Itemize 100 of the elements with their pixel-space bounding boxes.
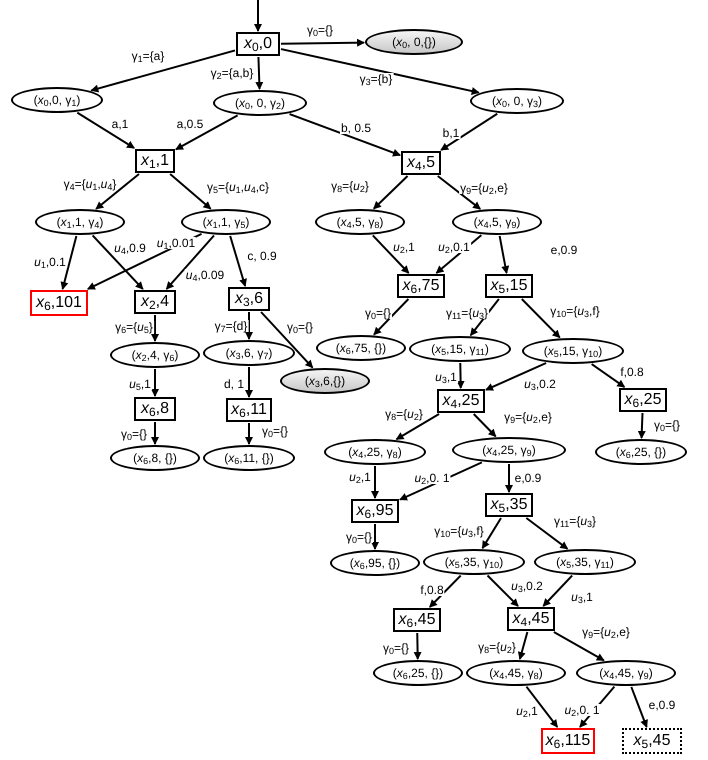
edge-label: γ$_{11}$={u$_{3}$}	[444, 307, 490, 319]
state-box	[485, 493, 533, 517]
edge-label: γ$_{8}$={u$_{2}$}	[330, 180, 370, 192]
state-label: x$_{6}$,11	[231, 402, 267, 418]
state-box	[236, 32, 280, 56]
arrow	[371, 524, 379, 550]
state-box	[507, 607, 555, 631]
arrow	[169, 173, 212, 210]
state-label: x$_{3}$,6	[234, 291, 264, 307]
arrow	[229, 236, 247, 287]
edge-label: γ$_{0}$={}	[382, 642, 410, 654]
state-box	[622, 728, 682, 754]
state-box	[228, 287, 270, 311]
state-label: (x$_{6}$,8, {})	[133, 452, 177, 464]
state-label: x$_{6}$,45	[398, 612, 436, 628]
state-label: (x$_{6}$,25, {})	[392, 667, 444, 679]
edge-label: γ$_{0}$={}	[652, 419, 682, 431]
state-label: (x$_{1}$,1, γ$_{4}$)	[56, 216, 104, 228]
edge-label: c, 0.9	[246, 250, 278, 262]
edge-label: u$_{5}$,1	[128, 378, 152, 390]
state-label: x$_{0}$,0	[244, 36, 272, 52]
arrow	[526, 686, 558, 728]
edge-label: γ$_{8}$={u$_{2}$}	[477, 641, 517, 653]
edge-label: e,0.9	[648, 699, 676, 711]
edge-label: u$_{2}$,0. 1	[563, 704, 601, 716]
edge-label: γ$_{10}$={u$_{3}$,f}	[433, 525, 485, 537]
arrow	[638, 412, 646, 439]
arrow	[630, 686, 648, 728]
edge-label: γ$_{0}$={}	[344, 531, 374, 543]
state-label: (x$_{6}$,11, {})	[224, 452, 274, 464]
state-label: x$_{6}$,101	[36, 295, 82, 311]
edge-label: γ$_{7}$={d}	[214, 320, 248, 332]
state-label: x$_{6}$,75	[402, 278, 440, 294]
arrow	[76, 112, 135, 149]
state-box	[134, 290, 176, 314]
edge-label: γ$_{8}$={u$_{2}$}	[384, 408, 424, 420]
edge-label: γ$_{2}$={a,b}	[210, 67, 254, 79]
arrow	[60, 236, 78, 290]
arrow	[373, 175, 408, 210]
state-label: x$_{5}$,15	[490, 278, 528, 294]
state-label: (x$_{5}$,15, γ$_{10}$)	[544, 345, 602, 357]
arrow	[437, 175, 481, 210]
arrow	[414, 632, 422, 660]
edge-label: f,0.8	[419, 584, 445, 596]
state-label: (x$_{1}$,1, γ$_{5}$)	[202, 216, 250, 228]
edge-label: e,0.9	[550, 244, 578, 256]
arrow	[280, 48, 480, 95]
edge-label: b, 0.5	[340, 122, 372, 134]
arrow	[151, 315, 159, 342]
state-label: x$_{4}$,45	[512, 611, 550, 627]
arrow	[245, 423, 253, 445]
state-label: (x$_{6}$,75, {})	[336, 342, 386, 354]
state-label: (x$_{4}$,25, γ$_{8}$)	[348, 446, 402, 458]
arrow	[245, 312, 253, 340]
arrow	[505, 464, 513, 493]
edge-label: u$_{2}$,0. 1	[413, 472, 451, 484]
edge-label: u$_{3}$,0.2	[523, 378, 557, 390]
arrow	[280, 38, 366, 47]
edge-label: γ$_{0}$={}	[260, 425, 290, 437]
arrow	[372, 234, 410, 274]
edge-label: a,1	[110, 118, 130, 130]
state-ellipse	[203, 340, 295, 366]
state-label: (x$_{4}$,25, γ$_{9}$)	[482, 444, 536, 456]
edge-label: u$_{3}$,1	[434, 371, 458, 383]
state-label: x$_{6}$,115	[546, 733, 590, 749]
state-box	[485, 274, 533, 298]
state-label: (x$_{3}$,6, γ$_{7}$)	[226, 347, 272, 359]
arrow	[166, 234, 215, 290]
state-ellipse	[470, 88, 564, 114]
edge-label: u$_{2}$,1	[515, 705, 539, 717]
edge-label: γ$_{4}$={u$_{1}$,u$_{4}$}	[62, 178, 118, 190]
arrow	[373, 298, 410, 336]
edge-label: γ$_{9}$={u$_{2}$,e}	[503, 411, 553, 423]
arrow	[289, 113, 401, 156]
state-label: (x$_{0}$, 0, γ$_{2}$)	[234, 97, 286, 109]
edge-label: e,0.9	[514, 472, 542, 484]
edge-label: γ$_{0}$={}	[286, 321, 314, 333]
arrow	[485, 362, 547, 391]
arrow	[456, 362, 465, 389]
arrow	[429, 574, 462, 608]
edge-label: γ$_{0}$={}	[120, 428, 148, 440]
arrow	[498, 236, 510, 274]
state-label: (x$_{0}$, 0,{})	[392, 36, 436, 48]
state-label: x$_{5}$,35	[490, 497, 528, 513]
state-label: (x$_{6}$,25, {})	[616, 446, 666, 458]
state-box	[134, 397, 176, 421]
arrow	[486, 574, 519, 607]
state-label: (x$_{0}$,0, γ$_{1}$)	[34, 94, 80, 106]
state-label: (x$_{4}$,45, γ$_{9}$)	[599, 667, 653, 679]
state-box	[135, 149, 175, 173]
arrow	[521, 298, 560, 338]
edge-label: γ$_{10}$={u$_{3}$,f}	[549, 305, 601, 317]
edge-label: f,0.8	[619, 366, 645, 378]
arrow	[396, 413, 440, 440]
state-label: x$_{1}$,1	[140, 153, 170, 169]
state-label: x$_{6}$,95	[356, 503, 394, 519]
arrow	[553, 631, 605, 662]
state-label: (x$_{5}$,15, γ$_{11}$)	[431, 343, 489, 355]
edge-label: u$_{2}$,1	[392, 241, 416, 253]
edge-label: u$_{3}$,0.2	[510, 580, 544, 592]
